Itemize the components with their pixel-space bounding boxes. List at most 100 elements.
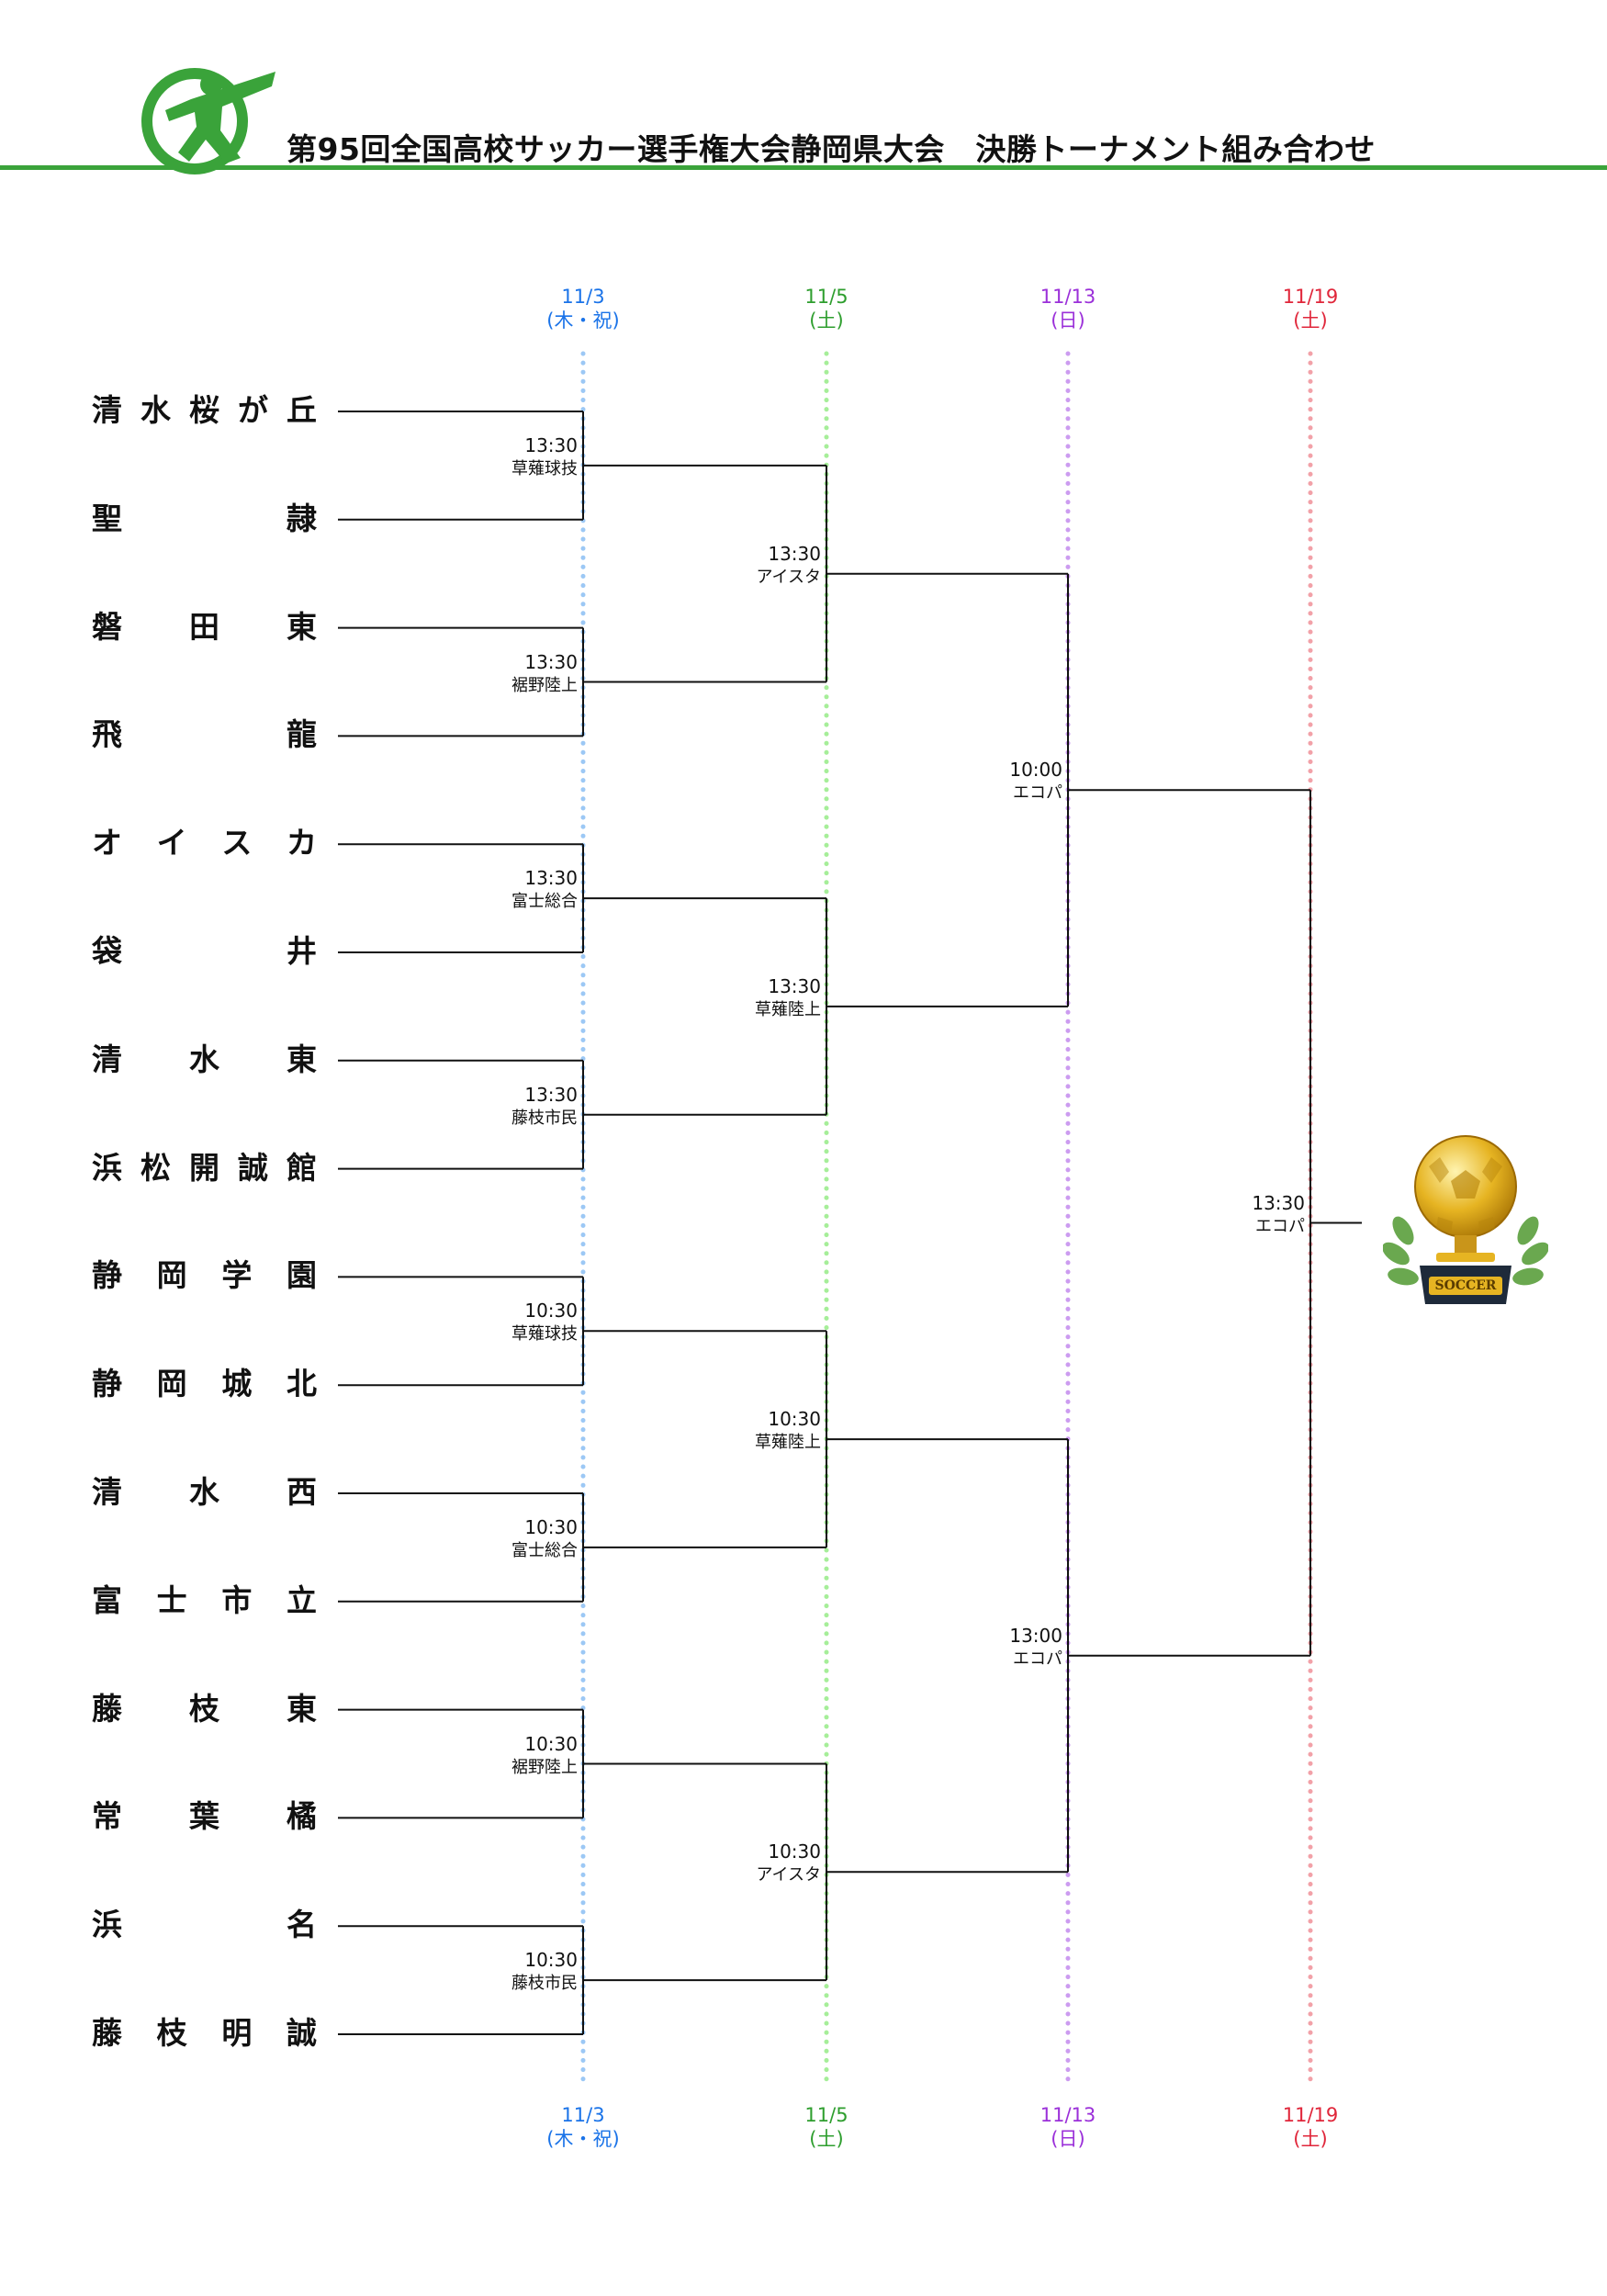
team-name-char: 立	[286, 1581, 317, 1618]
team-name-char: 誠	[286, 2015, 317, 2051]
match-time: 10:30	[768, 1840, 821, 1863]
team-name-char: 富	[92, 1581, 122, 1618]
round-date-top-1: 11/3(木・祝)	[528, 285, 638, 332]
round-date-bottom-1: 11/3(木・祝)	[528, 2103, 638, 2151]
team-name: 袋井	[92, 929, 317, 969]
team-name-char: 常	[92, 1798, 122, 1835]
team-name: オイスカ	[92, 820, 317, 861]
team-name-char: 館	[287, 1149, 317, 1186]
team-name-char: 井	[287, 933, 317, 969]
team-name-char: 開	[189, 1149, 219, 1186]
match-venue: 裾野陸上	[511, 1757, 578, 1777]
round-date: 11/5	[804, 286, 848, 308]
match-venue: 草薙陸上	[755, 1433, 821, 1453]
team-name: 磐田東	[92, 604, 317, 645]
team-name: 静岡城北	[92, 1361, 317, 1401]
team-name: 浜松開誠館	[92, 1145, 317, 1186]
team-name: 藤枝東	[92, 1686, 317, 1727]
round-day: (土)	[809, 2128, 844, 2150]
round-date-bottom-4: 11/19(土)	[1255, 2103, 1365, 2151]
match-venue: 裾野陸上	[511, 675, 578, 695]
team-name: 常葉橘	[92, 1794, 317, 1834]
match-time: 10:30	[524, 1515, 578, 1538]
team-name: 清水桜が丘	[92, 388, 317, 428]
round-date: 11/13	[1039, 2104, 1096, 2126]
round-day: (木・祝)	[546, 2128, 620, 2150]
team-name-char: が	[238, 392, 268, 428]
team-name-char: 浜	[92, 1149, 122, 1186]
team-name-char: 松	[140, 1149, 171, 1186]
round-date: 11/5	[804, 2104, 848, 2126]
team-name-char: ス	[221, 825, 253, 861]
match-venue: 藤枝市民	[511, 1974, 578, 1994]
team-name: 富士市立	[92, 1578, 317, 1618]
team-name-char: 水	[189, 1041, 219, 1077]
team-name-char: 浜	[92, 1907, 122, 1943]
team-name: 静岡学園	[92, 1253, 317, 1293]
team-name-char: 水	[189, 1474, 219, 1510]
team-name-char: 名	[287, 1907, 317, 1943]
round-date-bottom-3: 11/13(日)	[1013, 2103, 1123, 2151]
match-time: 13:00	[1009, 1624, 1062, 1647]
team-name-char: 龍	[287, 716, 317, 753]
team-name-char: 葉	[189, 1798, 219, 1835]
team-name-char: 学	[221, 1257, 253, 1294]
team-name-char: 枝	[189, 1690, 219, 1727]
round-date: 11/19	[1282, 286, 1339, 308]
team-name-char: 藤	[92, 1690, 122, 1727]
team-name-char: 橘	[287, 1798, 317, 1835]
team-name-char: 磐	[92, 608, 122, 645]
team-name-char: 枝	[156, 2015, 187, 2051]
match-venue: 草薙球技	[511, 1324, 578, 1345]
match-time: 13:30	[768, 542, 821, 565]
team-name-char: 東	[287, 1041, 317, 1077]
match-time: 13:30	[524, 1083, 578, 1106]
team-name-char: 東	[287, 608, 317, 645]
round-date: 11/3	[561, 286, 605, 308]
team-name-char: 西	[287, 1474, 317, 1510]
team-name: 藤枝明誠	[92, 2010, 317, 2051]
team-name-char: 藤	[92, 2015, 122, 2051]
page-title: 第95回全国高校サッカー選手権大会静岡県大会 決勝トーナメント組み合わせ	[287, 131, 1376, 167]
team-name-char: 飛	[92, 716, 122, 753]
team-name-char: 田	[189, 608, 219, 645]
team-name-char: イ	[156, 825, 187, 861]
match-time: 10:30	[524, 1949, 578, 1972]
team-name-char: 水	[140, 392, 171, 428]
match-time: 10:00	[1009, 759, 1062, 782]
match-time: 13:30	[1252, 1191, 1305, 1214]
team-name-char: 東	[287, 1690, 317, 1727]
match-time: 13:30	[524, 867, 578, 890]
match-time: 10:30	[524, 1300, 578, 1322]
team-name-char: 清	[92, 392, 122, 428]
round-date-top-4: 11/19(土)	[1255, 285, 1365, 332]
team-name-char: 城	[221, 1366, 253, 1402]
team-name-char: 園	[286, 1257, 317, 1294]
match-time: 13:30	[524, 433, 578, 456]
header-divider	[0, 165, 1607, 170]
team-name-char: 静	[92, 1257, 122, 1294]
team-name-char: 隷	[287, 500, 317, 536]
match-venue: エコパ	[1013, 783, 1062, 804]
trophy-soccer-ball-icon	[1383, 1135, 1548, 1304]
match-venue: 草薙陸上	[755, 999, 821, 1019]
match-venue: 草薙球技	[511, 458, 578, 478]
team-name-char: 北	[286, 1366, 317, 1402]
round-date: 11/19	[1282, 2104, 1339, 2126]
team-name-char: 清	[92, 1041, 122, 1077]
team-name-char: カ	[286, 825, 317, 861]
round-date: 11/13	[1039, 286, 1096, 308]
